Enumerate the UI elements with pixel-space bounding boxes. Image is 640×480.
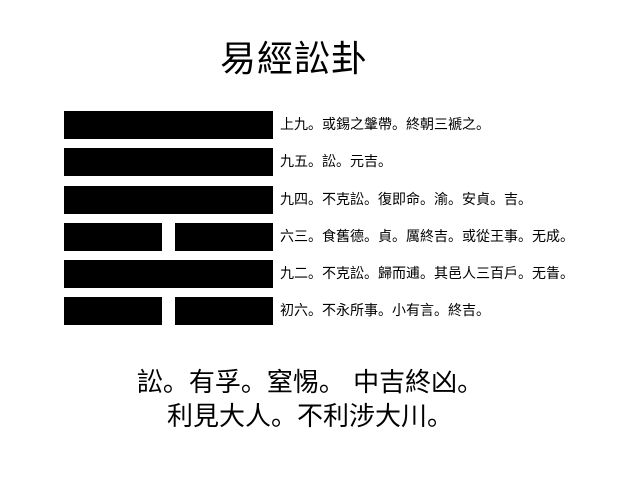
line-second-nine: 九二。不克訟。歸而逋。其邑人三百戶。无眚。 xyxy=(64,260,624,288)
line-text: 上九。或錫之鞶帶。終朝三褫之。 xyxy=(280,117,490,133)
line-text: 初六。不永所事。小有言。終吉。 xyxy=(280,303,490,319)
yin-line-bar-right xyxy=(175,223,273,251)
line-fifth-nine: 九五。訟。元吉。 xyxy=(64,148,624,176)
line-text: 九四。不克訟。復即命。渝。安貞。吉。 xyxy=(280,192,532,208)
yang-line-bar xyxy=(64,260,273,288)
yin-line-bar-left xyxy=(64,223,162,251)
judgment-line-1: 訟。有孚。窒惕。 中吉終凶。 xyxy=(136,368,484,398)
judgment-line-2: 利見大人。不利涉大川。 xyxy=(166,402,453,432)
yin-line-bar-right xyxy=(175,297,273,325)
yin-line-bar-left xyxy=(64,297,162,325)
line-first-six: 初六。不永所事。小有言。終吉。 xyxy=(64,297,624,325)
yang-line-bar xyxy=(64,111,273,139)
hexagram-title: 易經訟卦 xyxy=(219,39,368,80)
line-text: 六三。食舊德。貞。厲終吉。或從王事。无成。 xyxy=(280,229,574,245)
yang-line-bar xyxy=(64,148,273,176)
line-fourth-nine: 九四。不克訟。復即命。渝。安貞。吉。 xyxy=(64,186,624,214)
line-third-six: 六三。食舊德。貞。厲終吉。或從王事。无成。 xyxy=(64,223,624,251)
line-text: 九二。不克訟。歸而逋。其邑人三百戶。无眚。 xyxy=(280,266,574,282)
line-text: 九五。訟。元吉。 xyxy=(280,154,392,170)
line-top-nine: 上九。或錫之鞶帶。終朝三褫之。 xyxy=(64,111,624,139)
yang-line-bar xyxy=(64,186,273,214)
